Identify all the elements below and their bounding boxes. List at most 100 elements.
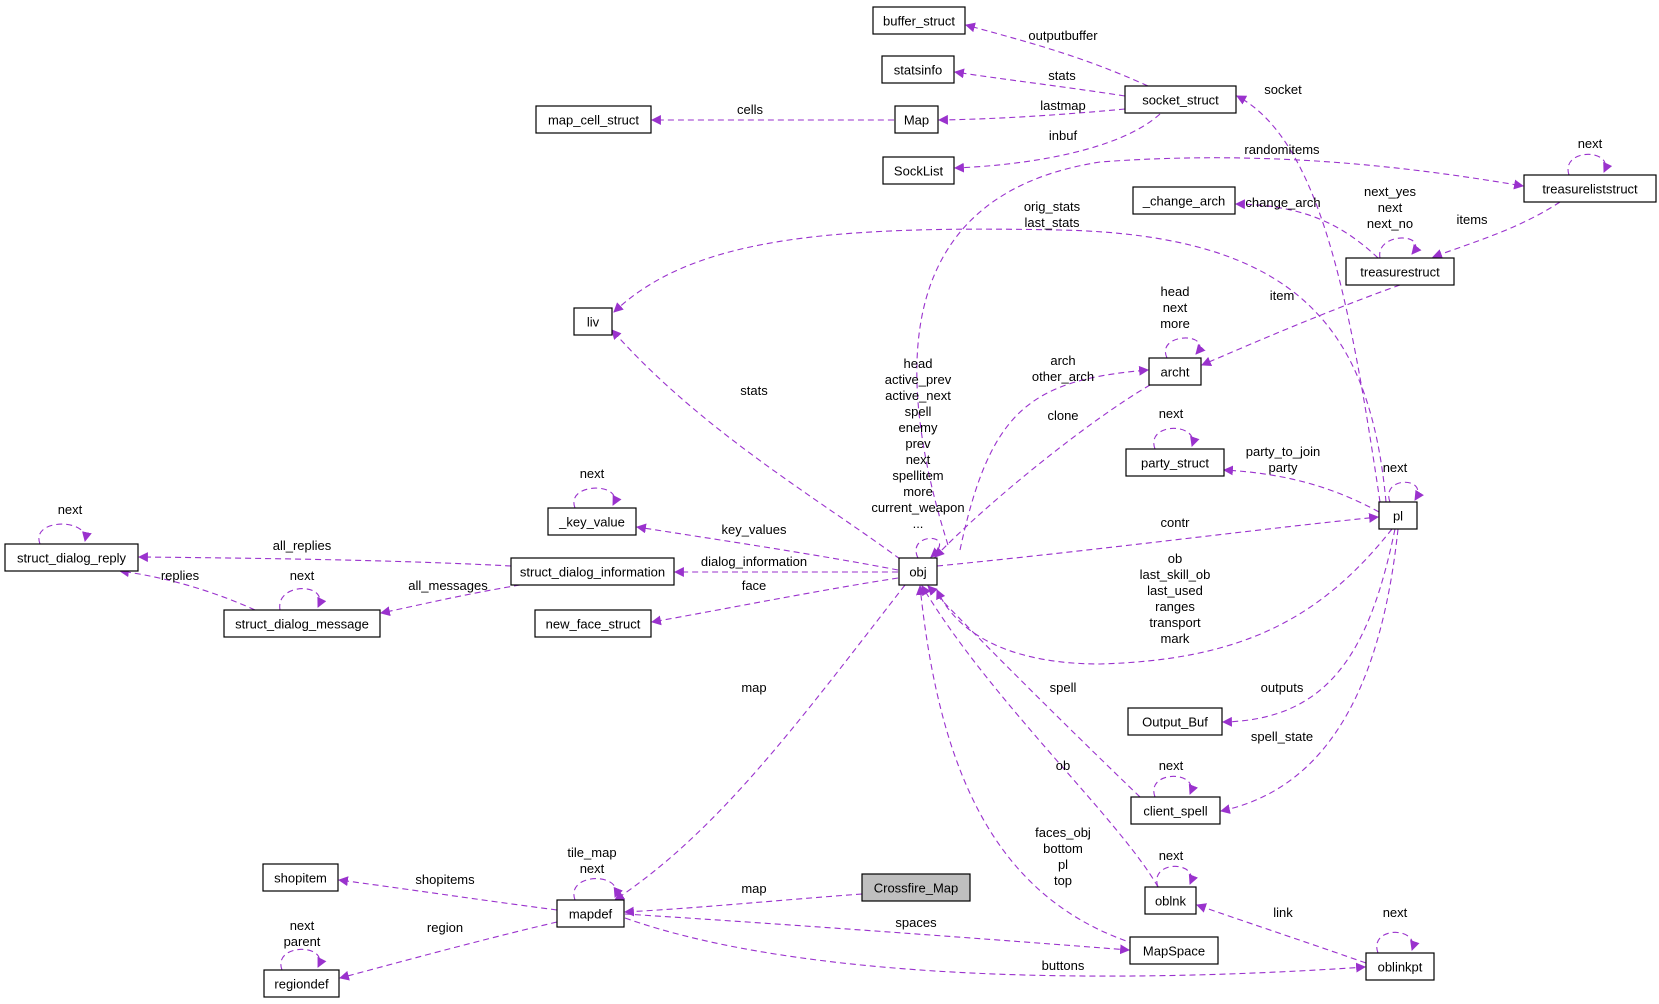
edge-label: last_skill_ob xyxy=(1140,567,1211,582)
edge-line xyxy=(624,893,863,917)
node-new-face-struct[interactable]: new_face_struct xyxy=(534,609,652,638)
node-oblnk[interactable]: oblnk xyxy=(1144,886,1197,915)
edge-key-values: key_values xyxy=(636,522,899,571)
edge-label: pl xyxy=(1058,857,1068,872)
edge-inbuf: inbuf xyxy=(954,113,1161,173)
edge-label: next xyxy=(580,861,605,876)
node-socket-struct[interactable]: socket_struct xyxy=(1124,85,1237,114)
node-box xyxy=(894,105,939,134)
edge-label: next xyxy=(1163,300,1188,315)
edge-label: head xyxy=(904,356,933,371)
node-box xyxy=(573,307,613,336)
edge-label: head xyxy=(1161,284,1190,299)
node-label: obj xyxy=(909,565,926,580)
edge-label: map xyxy=(741,881,766,896)
edge-label: next xyxy=(906,452,931,467)
edge-replies: replies xyxy=(119,567,256,611)
edge-label: enemy xyxy=(898,420,938,435)
edge-label: next xyxy=(1159,406,1184,421)
edge-line xyxy=(1153,427,1200,450)
node-party-struct[interactable]: party_struct xyxy=(1125,448,1225,477)
edge-label: other_arch xyxy=(1032,369,1094,384)
edge-line xyxy=(624,913,1130,955)
edge-label: region xyxy=(427,920,463,935)
node-struct-dialog-message[interactable]: struct_dialog_message xyxy=(223,609,381,638)
edge-label: next xyxy=(580,466,605,481)
edge-label: next xyxy=(1383,460,1408,475)
edge-line xyxy=(1376,931,1420,954)
node-mapspace[interactable]: MapSpace xyxy=(1129,936,1219,965)
node-box xyxy=(861,873,971,902)
edge-party-self: next xyxy=(1153,406,1200,450)
node-statsinfo[interactable]: statsinfo xyxy=(881,55,955,84)
edge-label: ... xyxy=(913,516,924,531)
node-socklist[interactable]: SockList xyxy=(882,156,955,185)
edge-label: tile_map xyxy=(567,845,616,860)
node-label: oblnk xyxy=(1155,894,1187,909)
edge-contr: contr xyxy=(936,512,1379,567)
node-label: map_cell_struct xyxy=(548,113,639,128)
edge-label: dialog_information xyxy=(701,554,807,569)
node-shopitem[interactable]: shopitem xyxy=(262,863,339,892)
node-client-spell[interactable]: client_spell xyxy=(1130,796,1221,825)
node-map[interactable]: Map xyxy=(894,105,939,134)
edge-label: active_prev xyxy=(885,372,952,387)
edge-label: all_replies xyxy=(273,538,332,553)
edge-line xyxy=(954,113,1161,173)
edge-line xyxy=(1379,237,1422,259)
node-label: statsinfo xyxy=(894,63,942,78)
node-crossfire-map[interactable]: Crossfire_Map xyxy=(861,873,971,902)
node-archt[interactable]: archt xyxy=(1148,357,1202,386)
edge-items: items xyxy=(1432,201,1561,259)
node-label: new_face_struct xyxy=(546,617,641,632)
edge-label: ob xyxy=(1056,758,1070,773)
edge-line xyxy=(1223,465,1380,513)
node-label: struct_dialog_message xyxy=(235,617,369,632)
edge-line xyxy=(1235,199,1379,259)
edge-line xyxy=(611,329,901,560)
node-box xyxy=(556,899,625,928)
edge-kv-self: next xyxy=(573,466,622,509)
edge-line xyxy=(954,68,1126,97)
node-box xyxy=(510,557,675,586)
edge-buttons: buttons xyxy=(624,917,1366,977)
edge-randomitems: randomitems xyxy=(916,142,1524,546)
node-change-arch[interactable]: _change_arch xyxy=(1132,186,1236,215)
node-output-buf[interactable]: Output_Buf xyxy=(1127,707,1223,736)
edge-label: face xyxy=(742,578,767,593)
node-obj[interactable]: obj xyxy=(898,557,938,586)
edge-label: item xyxy=(1270,288,1295,303)
node-treasureliststruct[interactable]: treasureliststruct xyxy=(1523,174,1657,203)
node-box xyxy=(1378,501,1418,530)
node-box xyxy=(262,863,339,892)
node-oblinkpt[interactable]: oblinkpt xyxy=(1365,952,1435,981)
edge-line xyxy=(280,948,327,971)
node-liv[interactable]: liv xyxy=(573,307,613,336)
node-struct-dialog-reply[interactable]: struct_dialog_reply xyxy=(4,543,139,572)
node-treasurestruct[interactable]: treasurestruct xyxy=(1345,257,1455,286)
edge-label: more xyxy=(1160,316,1190,331)
node-regiondef[interactable]: regiondef xyxy=(263,969,340,998)
edge-label: next xyxy=(290,918,315,933)
node-struct-dialog-information[interactable]: struct_dialog_information xyxy=(510,557,675,586)
edge-all-replies: all_replies xyxy=(138,538,512,567)
edge-map-obj: map xyxy=(614,584,906,901)
edge-face: face xyxy=(651,577,899,626)
node-buffer-struct[interactable]: buffer_struct xyxy=(872,6,966,35)
edge-label: transport xyxy=(1149,615,1201,630)
node-box xyxy=(1365,952,1435,981)
edge-reply-self: next xyxy=(38,502,92,545)
edge-dialog-information: dialog_information xyxy=(674,554,899,577)
node-label: Map xyxy=(904,113,929,128)
node-key-value[interactable]: _key_value xyxy=(547,507,637,536)
edge-line xyxy=(938,108,1126,125)
node-box xyxy=(1148,357,1202,386)
node-pl[interactable]: pl xyxy=(1378,501,1418,530)
node-label: struct_dialog_reply xyxy=(17,551,127,566)
node-mapdef[interactable]: mapdef xyxy=(556,899,625,928)
node-map-cell-struct[interactable]: map_cell_struct xyxy=(535,105,652,134)
node-label: buffer_struct xyxy=(883,14,955,29)
edge-label: top xyxy=(1054,873,1072,888)
